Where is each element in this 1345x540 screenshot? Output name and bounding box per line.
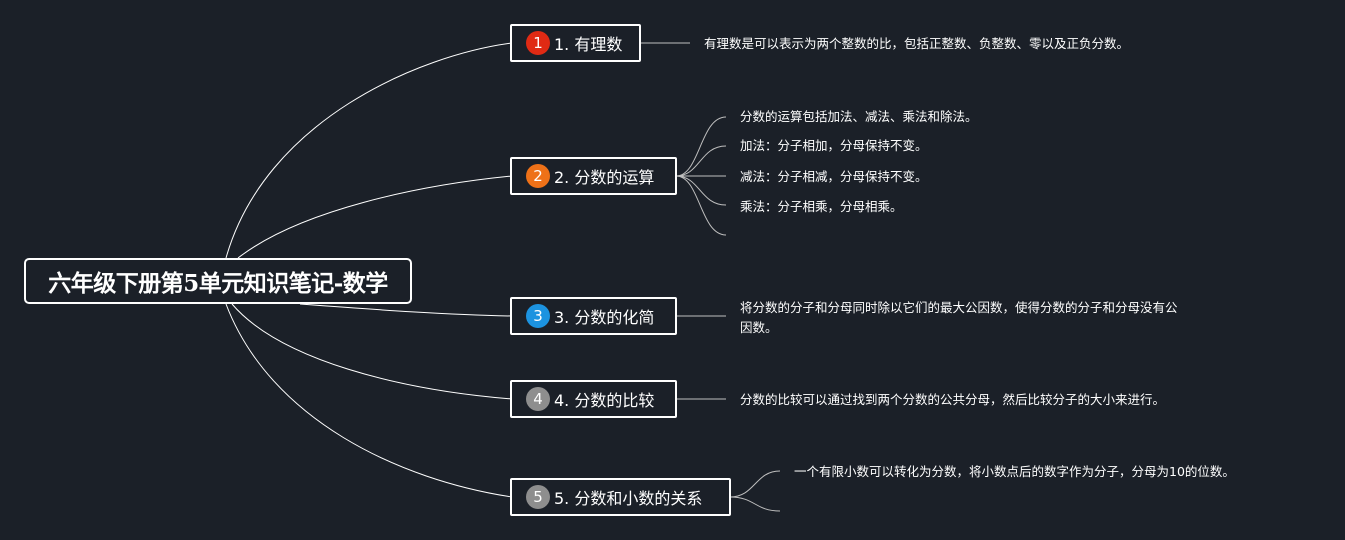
connector-topic-2-note-5 — [675, 175, 727, 236]
topic-2-node[interactable]: 2 2. 分数的运算 — [510, 157, 677, 195]
topic-2-label: 2. 分数的运算 — [554, 168, 655, 187]
connector-topic-2-note-4 — [675, 175, 727, 206]
topic-5-label: 5. 分数和小数的关系 — [554, 489, 703, 508]
connector-root-topic-5 — [225, 303, 513, 498]
topic-5-node[interactable]: 5 5. 分数和小数的关系 — [510, 478, 731, 516]
connector-root-topic-1 — [225, 42, 513, 259]
connector-root-topic-3 — [299, 303, 513, 317]
topic-5-note: 一个有限小数可以转化为分数，将小数点后的数字作为分子，分母为10的位数。 — [794, 464, 1235, 479]
connector-root-topic-2 — [237, 175, 513, 259]
topic-3-label: 3. 分数的化简 — [554, 308, 655, 327]
connector-root-topic-4 — [231, 303, 513, 400]
connector-topic-2-note-1 — [675, 116, 727, 177]
topic-4-node[interactable]: 4 4. 分数的比较 — [510, 380, 677, 418]
topic-3-node[interactable]: 3 3. 分数的化简 — [510, 297, 677, 335]
topic-1-label: 1. 有理数 — [554, 35, 623, 54]
connector-topic-5-note-2 — [729, 496, 781, 512]
topic-2-note-3: 减法：分子相减，分母保持不变。 — [740, 169, 928, 184]
topic-4-label: 4. 分数的比较 — [554, 391, 655, 410]
number-3-badge-icon: 3 — [526, 304, 550, 328]
connector-topic-5-note-1 — [729, 470, 781, 498]
topic-3-note-1: 将分数的分子和分母同时除以它们的最大公因数，使得分数的分子和分母没有公 — [740, 300, 1178, 315]
connector-topic-2-note-2 — [675, 145, 727, 177]
number-4-badge-icon: 4 — [526, 387, 550, 411]
topic-2-note-2: 加法：分子相加，分母保持不变。 — [740, 138, 928, 153]
topic-3-note-2: 因数。 — [740, 320, 778, 335]
number-5-badge-icon: 5 — [526, 485, 550, 509]
topic-4-note: 分数的比较可以通过找到两个分数的公共分母，然后比较分子的大小来进行。 — [740, 392, 1166, 407]
topic-2-note-1: 分数的运算包括加法、减法、乘法和除法。 — [740, 109, 978, 124]
root-topic[interactable]: 六年级下册第5单元知识笔记-数学 — [24, 258, 412, 304]
number-2-badge-icon: 2 — [526, 164, 550, 188]
number-1-badge-icon: 1 — [526, 31, 550, 55]
topic-1-note: 有理数是可以表示为两个整数的比，包括正整数、负整数、零以及正负分数。 — [704, 36, 1130, 51]
topic-1-node[interactable]: 1 1. 有理数 — [510, 24, 641, 62]
topic-2-note-4: 乘法：分子相乘，分母相乘。 — [740, 199, 903, 214]
root-topic-label: 六年级下册第5单元知识笔记-数学 — [48, 270, 388, 297]
